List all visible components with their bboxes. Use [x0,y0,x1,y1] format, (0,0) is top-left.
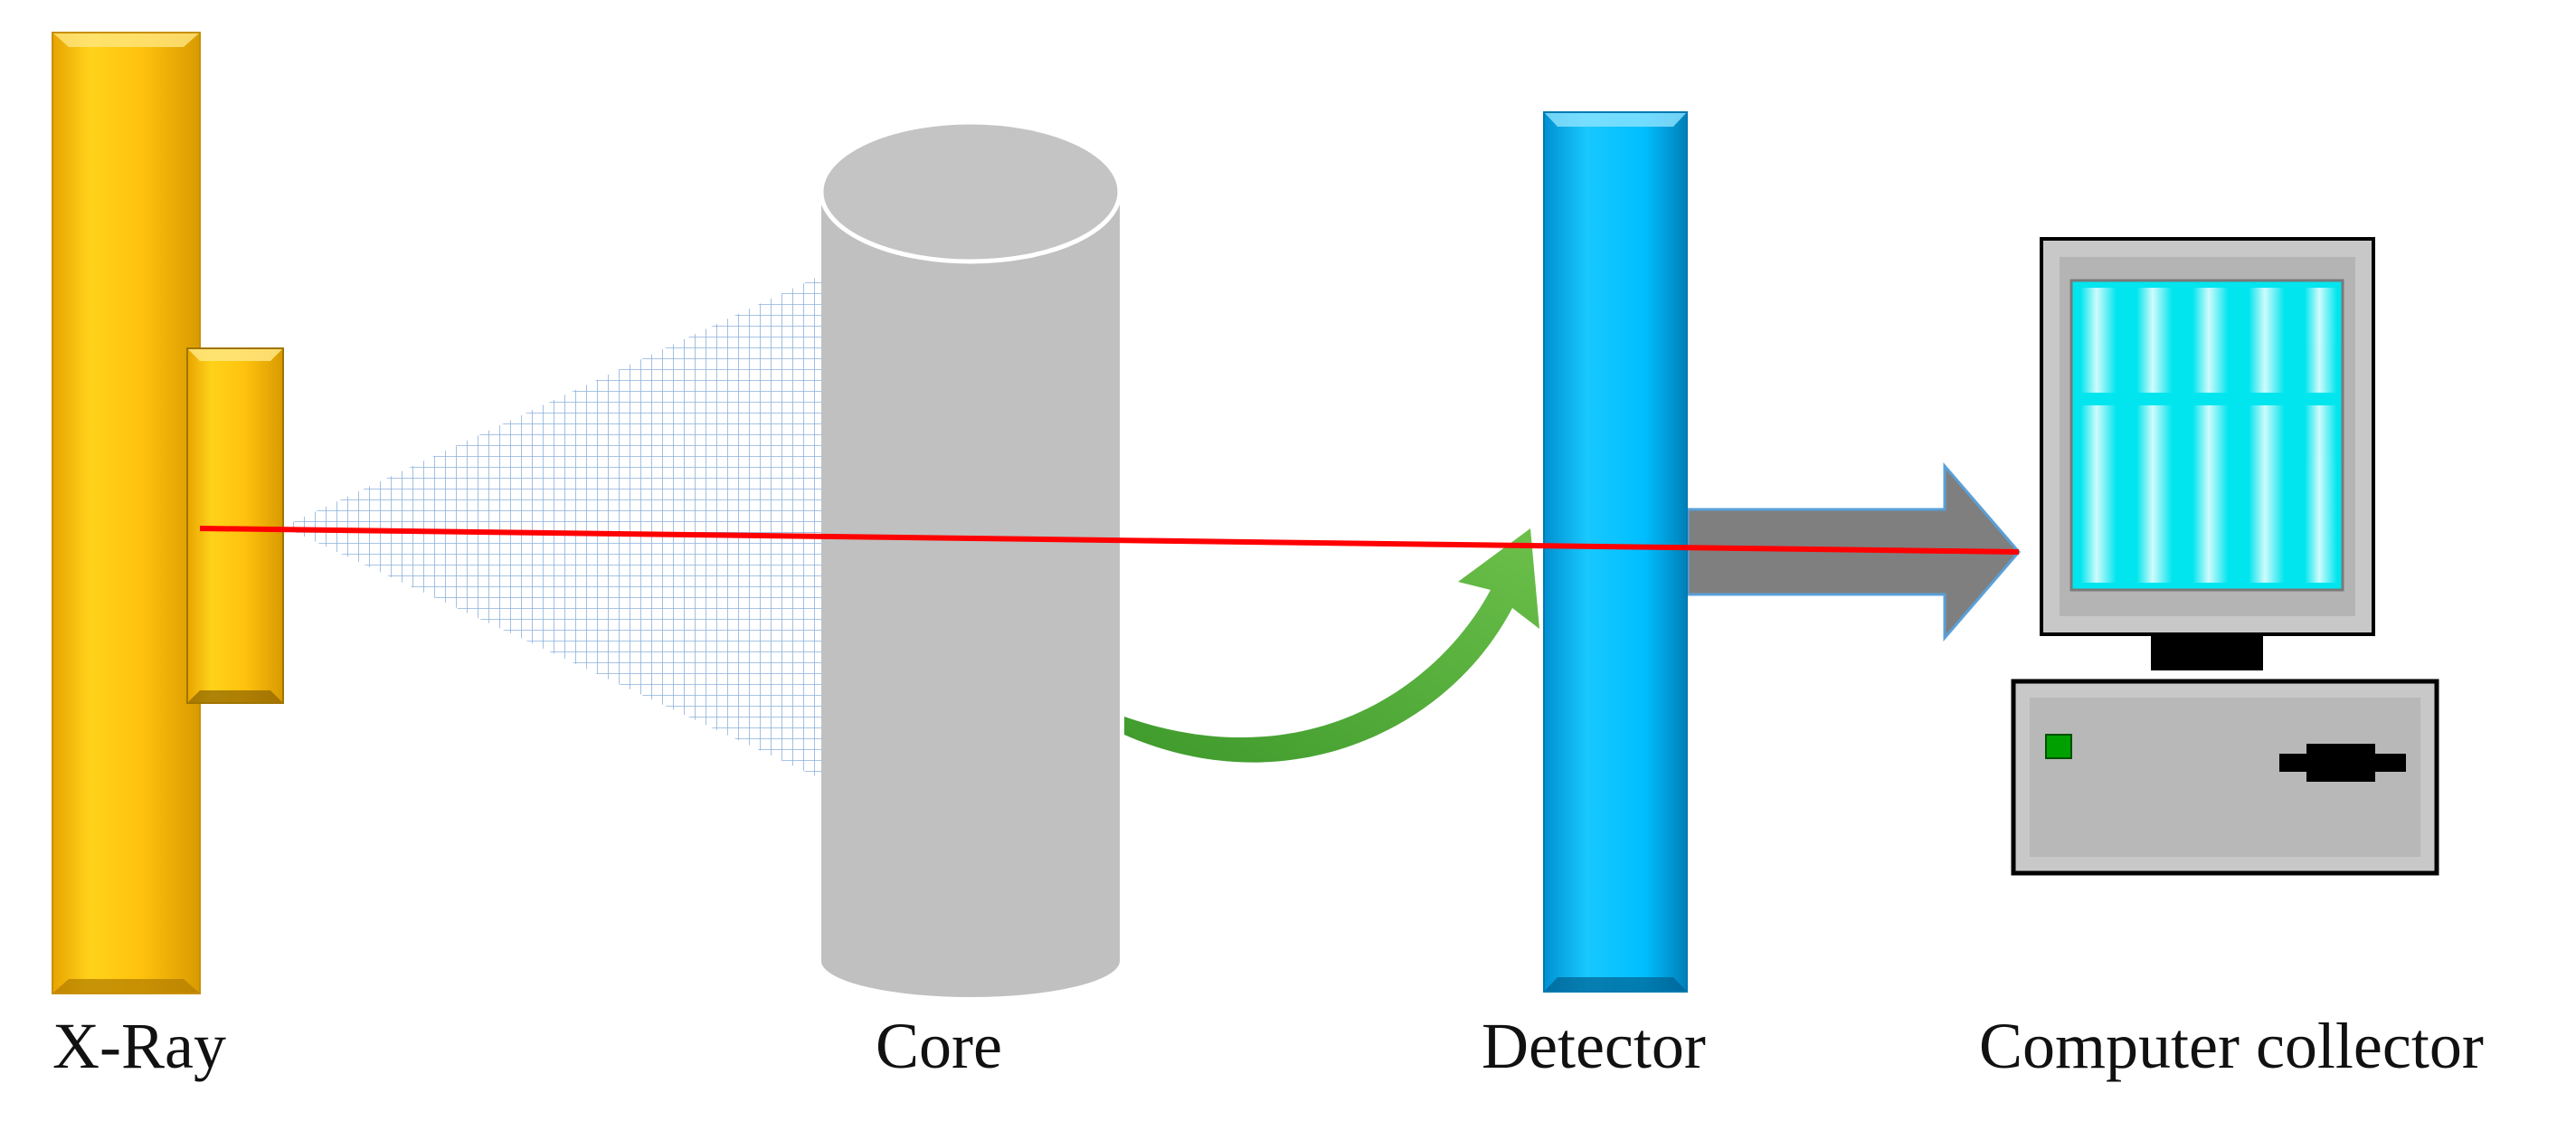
detector-label: Detector [1482,1010,1706,1082]
flow-arrow-icon [1124,528,1539,763]
xray-source-icon [52,32,284,994]
xray-cone-icon [283,274,823,780]
core-label: Core [876,1010,1002,1082]
xray-label: X-Ray [52,1010,226,1082]
computer-icon [2011,237,2439,876]
computer-collector-label: Computer collector [1979,1010,2484,1082]
core-cylinder-icon [819,119,1122,997]
xray-beam-line [199,526,2020,555]
detector-panel-icon [1543,111,1688,993]
